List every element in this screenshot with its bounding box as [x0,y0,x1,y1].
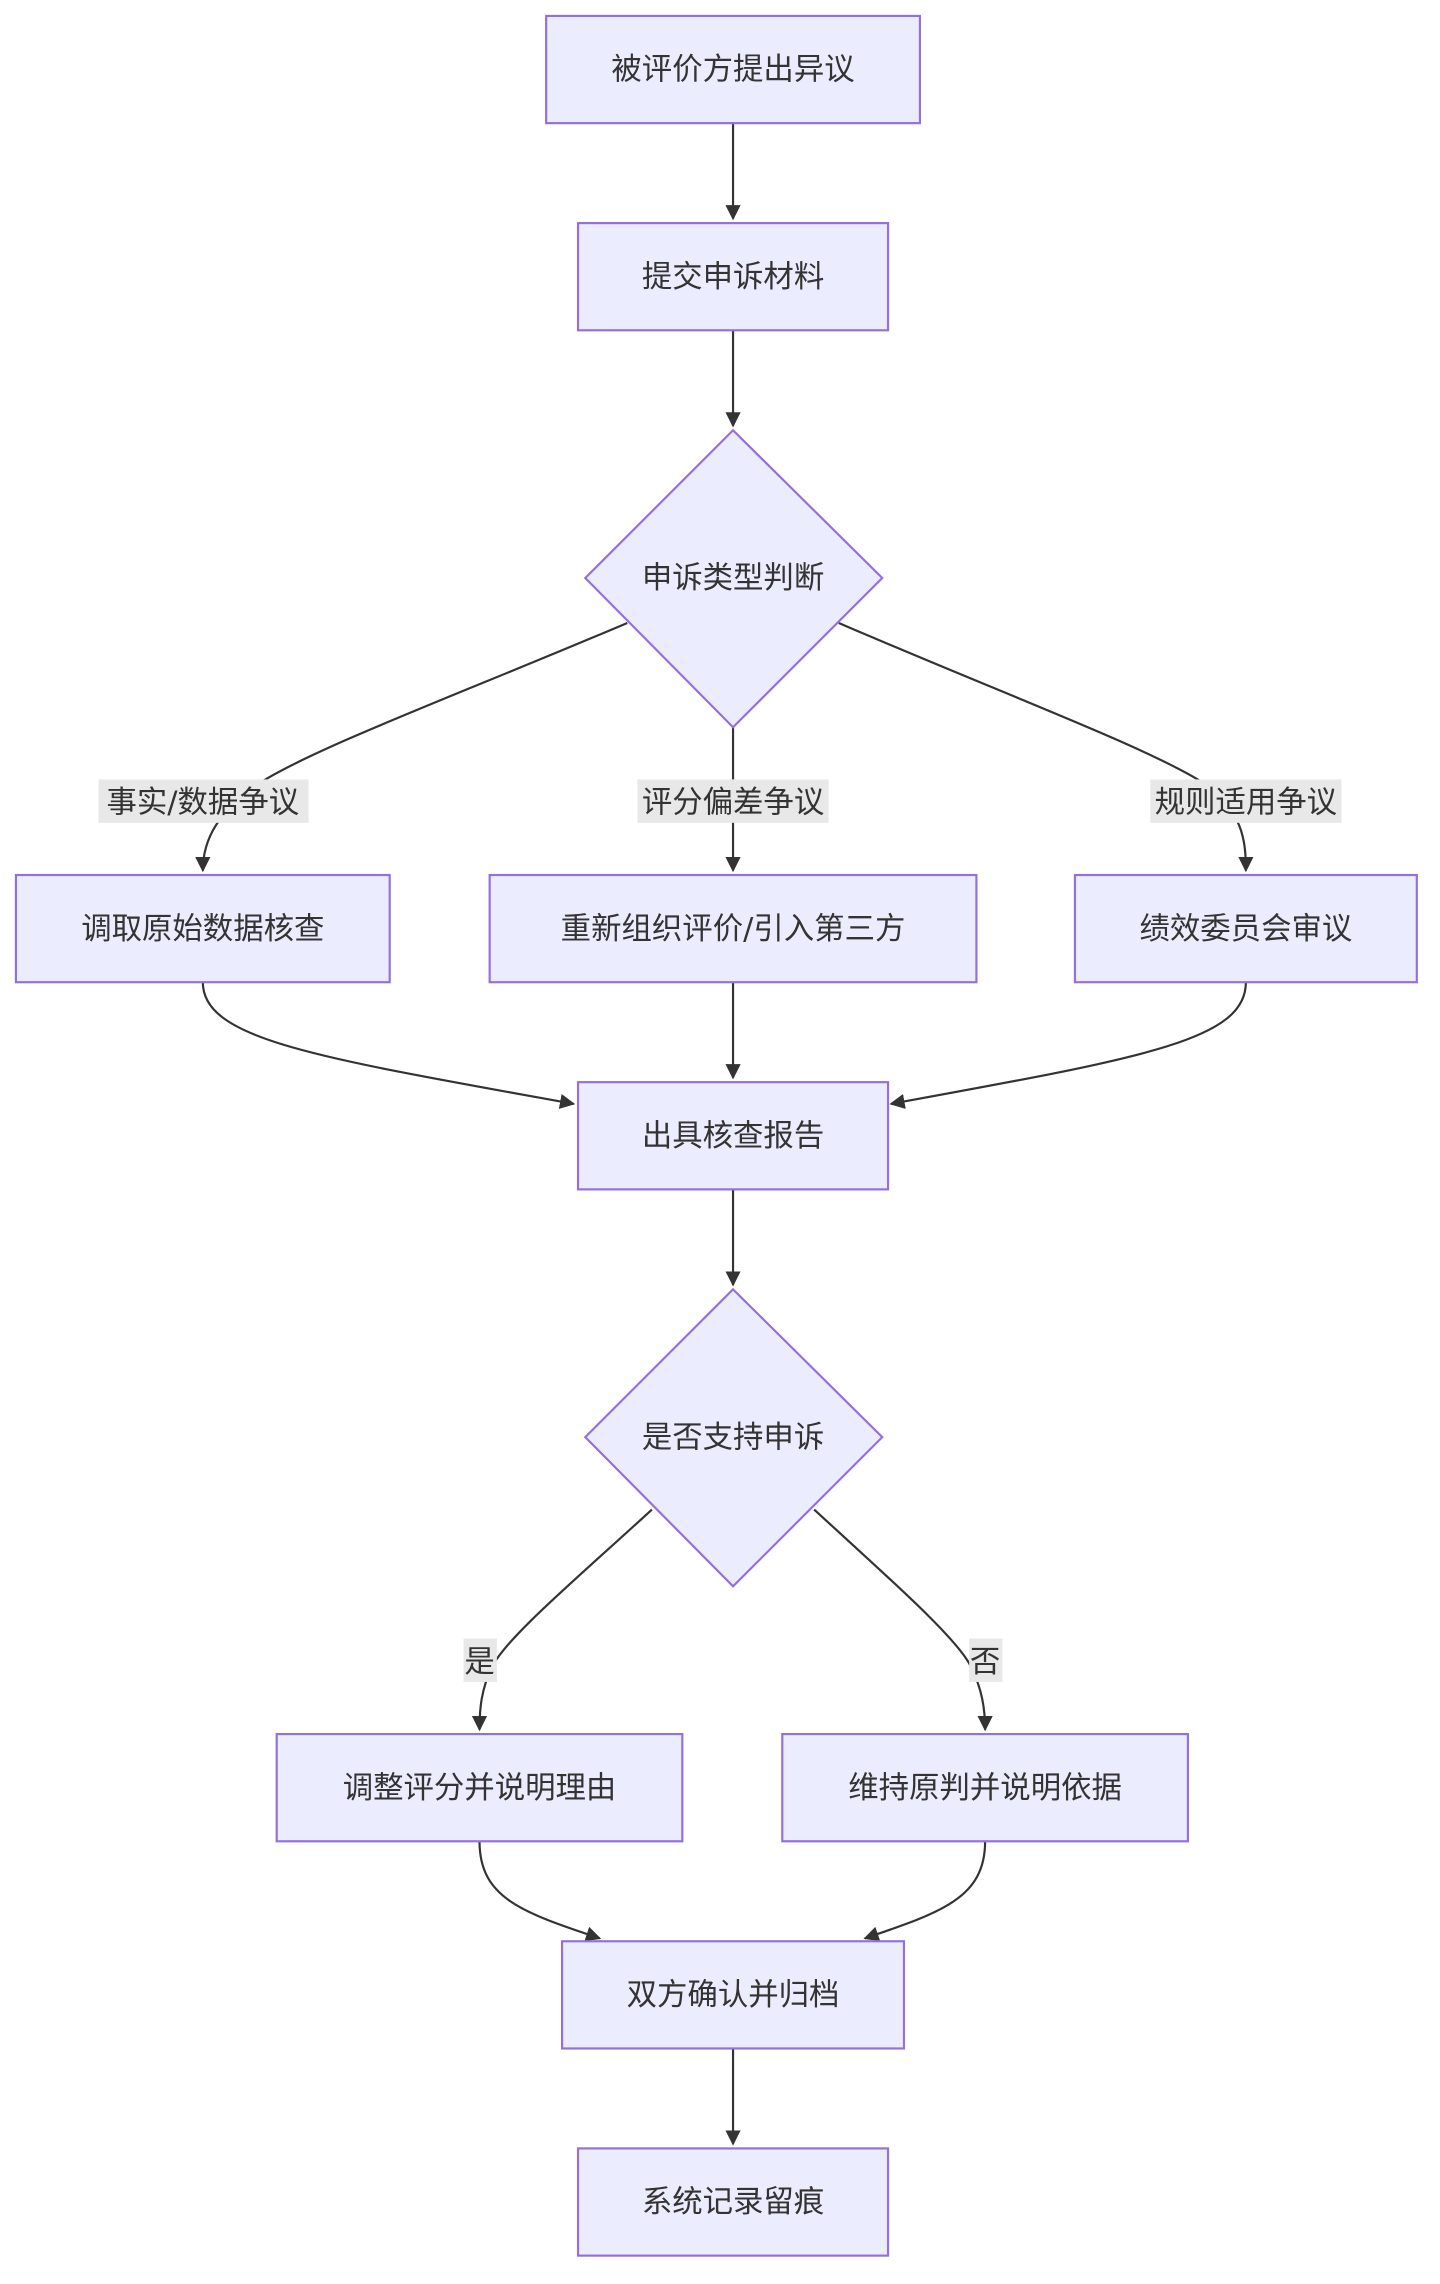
node-report: 出具核查报告 [576,1081,890,1191]
edge-support-maintain [813,1508,993,1732]
svg-text:重新组织评价/引入第三方: 重新组织评价/引入第三方 [561,912,906,947]
node-committee: 绩效委员会审议 [1073,873,1418,984]
edge-label-rule: 规则适用争议 [1150,779,1342,823]
edge-support-adjust [471,1508,653,1732]
svg-text:绩效委员会审议: 绩效委员会审议 [1139,912,1352,947]
svg-text:是否支持申诉: 是否支持申诉 [642,1420,824,1455]
edge-type-retrieve [195,621,628,873]
edge-type-committee [838,621,1254,873]
node-raise: 被评价方提出异议 [545,14,922,125]
svg-text:被评价方提出异议: 被评价方提出异议 [611,53,854,88]
node-submit: 提交申诉材料 [576,222,890,332]
edge-label-yes: 是 [463,1638,497,1682]
svg-text:双方确认并归档: 双方确认并归档 [627,1978,840,2013]
edge-label-no: 否 [969,1638,1003,1682]
node-adjust: 调整评分并说明理由 [275,1733,684,1843]
svg-text:调取原始数据核查: 调取原始数据核查 [81,912,324,947]
svg-text:维持原判并说明依据: 维持原判并说明依据 [848,1771,1122,1806]
node-record: 系统记录留痕 [576,2147,890,2257]
svg-text:申诉类型判断: 申诉类型判断 [642,561,824,596]
edge-adjust-archive [478,1841,602,1942]
node-support-decision: 是否支持申诉 [583,1287,884,1588]
svg-text:规则适用争议: 规则适用争议 [1155,786,1337,821]
edge-committee-report [889,982,1247,1109]
svg-text:系统记录留痕: 系统记录留痕 [642,2185,824,2220]
svg-text:提交申诉材料: 提交申诉材料 [642,260,824,295]
node-archive: 双方确认并归档 [561,1940,906,2050]
svg-text:评分偏差争议: 评分偏差争议 [642,786,824,821]
svg-text:出具核查报告: 出具核查报告 [642,1119,824,1154]
node-reorganize: 重新组织评价/引入第三方 [488,873,978,984]
edge-label-bias: 评分偏差争议 [637,779,829,823]
node-type-decision: 申诉类型判断 [583,428,884,729]
edge-maintain-archive [863,1841,987,1942]
svg-text:否: 否 [970,1645,1000,1680]
edge-label-fact: 事实/数据争议 [98,779,309,823]
svg-text:事实/数据争议: 事实/数据争议 [106,786,299,821]
svg-text:是: 是 [464,1645,494,1680]
node-maintain: 维持原判并说明依据 [781,1733,1190,1843]
edge-retrieve-report [201,982,576,1109]
svg-text:调整评分并说明理由: 调整评分并说明理由 [343,1771,617,1806]
node-retrieve: 调取原始数据核查 [14,873,391,984]
